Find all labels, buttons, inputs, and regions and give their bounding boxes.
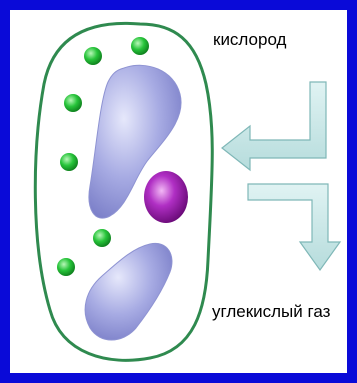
granule: [64, 94, 82, 112]
granule: [131, 37, 149, 55]
nucleus: [144, 171, 188, 223]
granule: [60, 153, 78, 171]
diagram-canvas: кислород углекислый газ: [10, 10, 347, 373]
granule: [93, 229, 111, 247]
granule: [84, 47, 102, 65]
oxygen-arrow: [222, 82, 326, 170]
carbon-dioxide-arrow: [248, 184, 340, 270]
granule: [57, 258, 75, 276]
carbon-dioxide-label: углекислый газ: [212, 300, 332, 323]
oxygen-label: кислород: [213, 28, 286, 51]
